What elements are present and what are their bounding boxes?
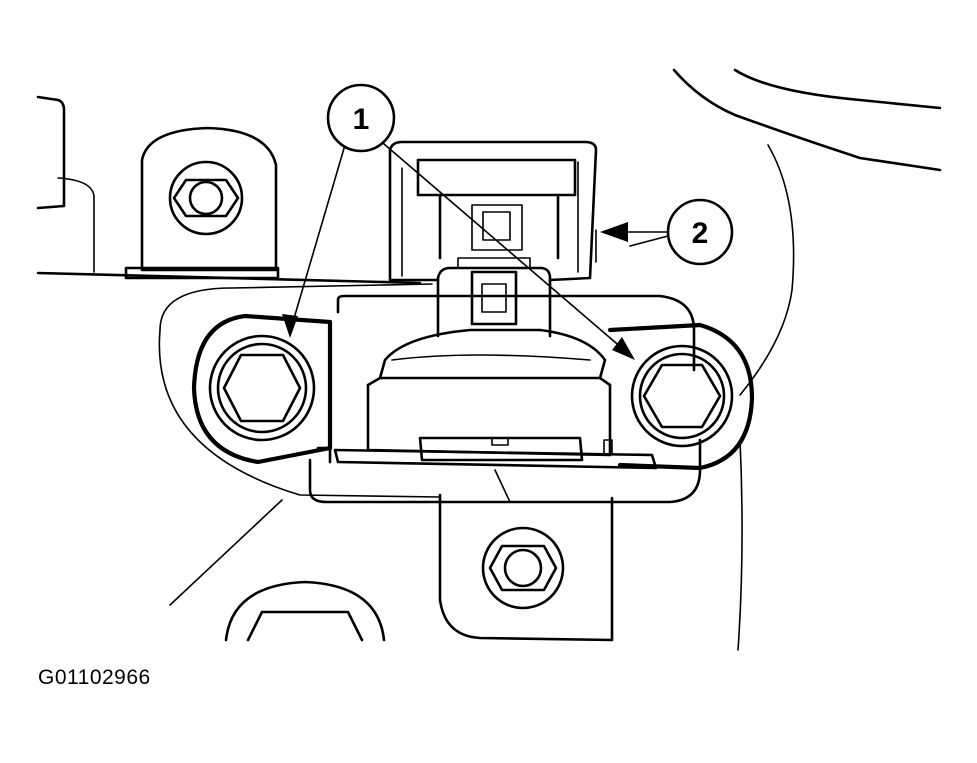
sensor-connector-neck — [436, 257, 552, 338]
sensor-body[interactable] — [316, 328, 658, 470]
callout-1-label: 1 — [353, 103, 370, 136]
callout-2: 2 — [600, 198, 734, 266]
electrical-connector[interactable] — [388, 140, 598, 282]
lower-bracket — [438, 493, 614, 642]
callout-2-label: 2 — [692, 217, 709, 250]
upper-bracket — [124, 126, 280, 280]
right-mounting-ear — [607, 322, 755, 471]
lower-bracket-nut — [481, 526, 565, 610]
callout-1: 1 — [282, 83, 635, 360]
left-mounting-ear — [191, 313, 333, 465]
left-bolt[interactable] — [208, 334, 316, 442]
right-bolt[interactable] — [630, 344, 734, 448]
upper-bracket-nut — [168, 160, 244, 236]
mounting-plate — [158, 283, 702, 504]
engine-block-outline — [36, 68, 942, 651]
lower-left-bolt — [224, 580, 386, 642]
figure-id: G01102966 — [38, 666, 151, 689]
